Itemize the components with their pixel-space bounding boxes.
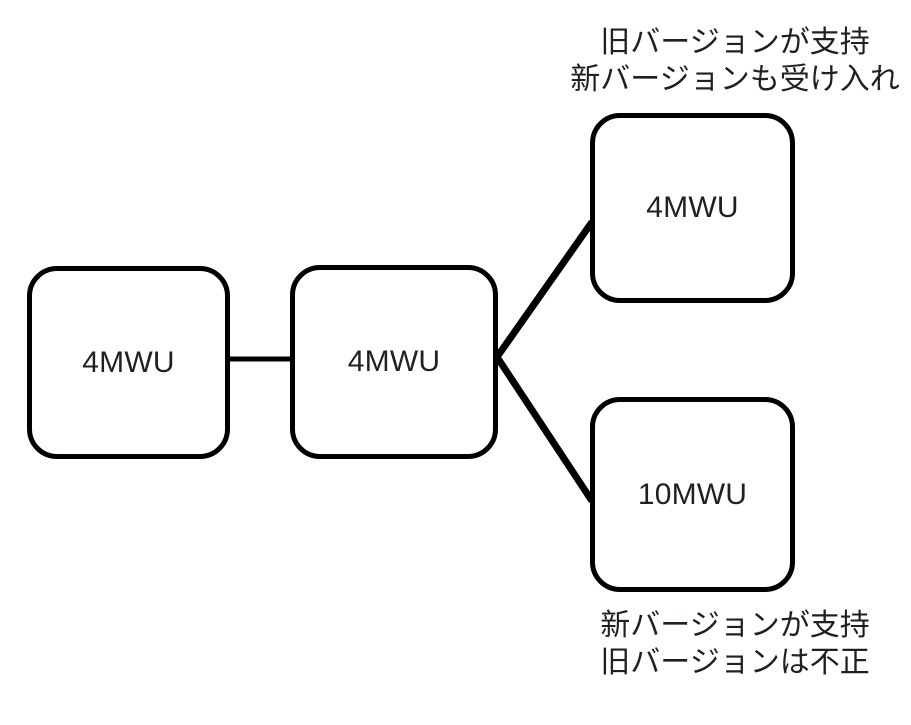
node-left-label: 4MWU <box>82 345 175 379</box>
node-bottom-right-10mwu[interactable]: 10MWU <box>590 397 795 592</box>
annotation-top-line-2: 新バージョンも受け入れ <box>570 63 900 96</box>
node-left-4mwu[interactable]: 4MWU <box>27 266 230 459</box>
annotation-bottom-line-1: 新バージョンが支持 <box>600 609 870 642</box>
annotation-bottom-line-2: 旧バージョンは不正 <box>600 646 870 679</box>
annotation-top: 旧バージョンが支持 新バージョンも受け入れ <box>540 24 911 98</box>
node-middle-label: 4MWU <box>347 345 441 378</box>
annotation-top-line-1: 旧バージョンが支持 <box>600 26 870 59</box>
edge-middle-to-top <box>494 219 595 360</box>
node-bottom-right-label: 10MWU <box>637 477 748 511</box>
node-middle-4mwu[interactable]: 4MWU <box>290 265 498 459</box>
annotation-bottom: 新バージョンが支持 旧バージョンは不正 <box>540 607 911 681</box>
node-top-right-label: 4MWU <box>646 191 739 224</box>
node-top-right-4mwu[interactable]: 4MWU <box>590 113 795 303</box>
edge-middle-to-bottom <box>494 355 595 503</box>
